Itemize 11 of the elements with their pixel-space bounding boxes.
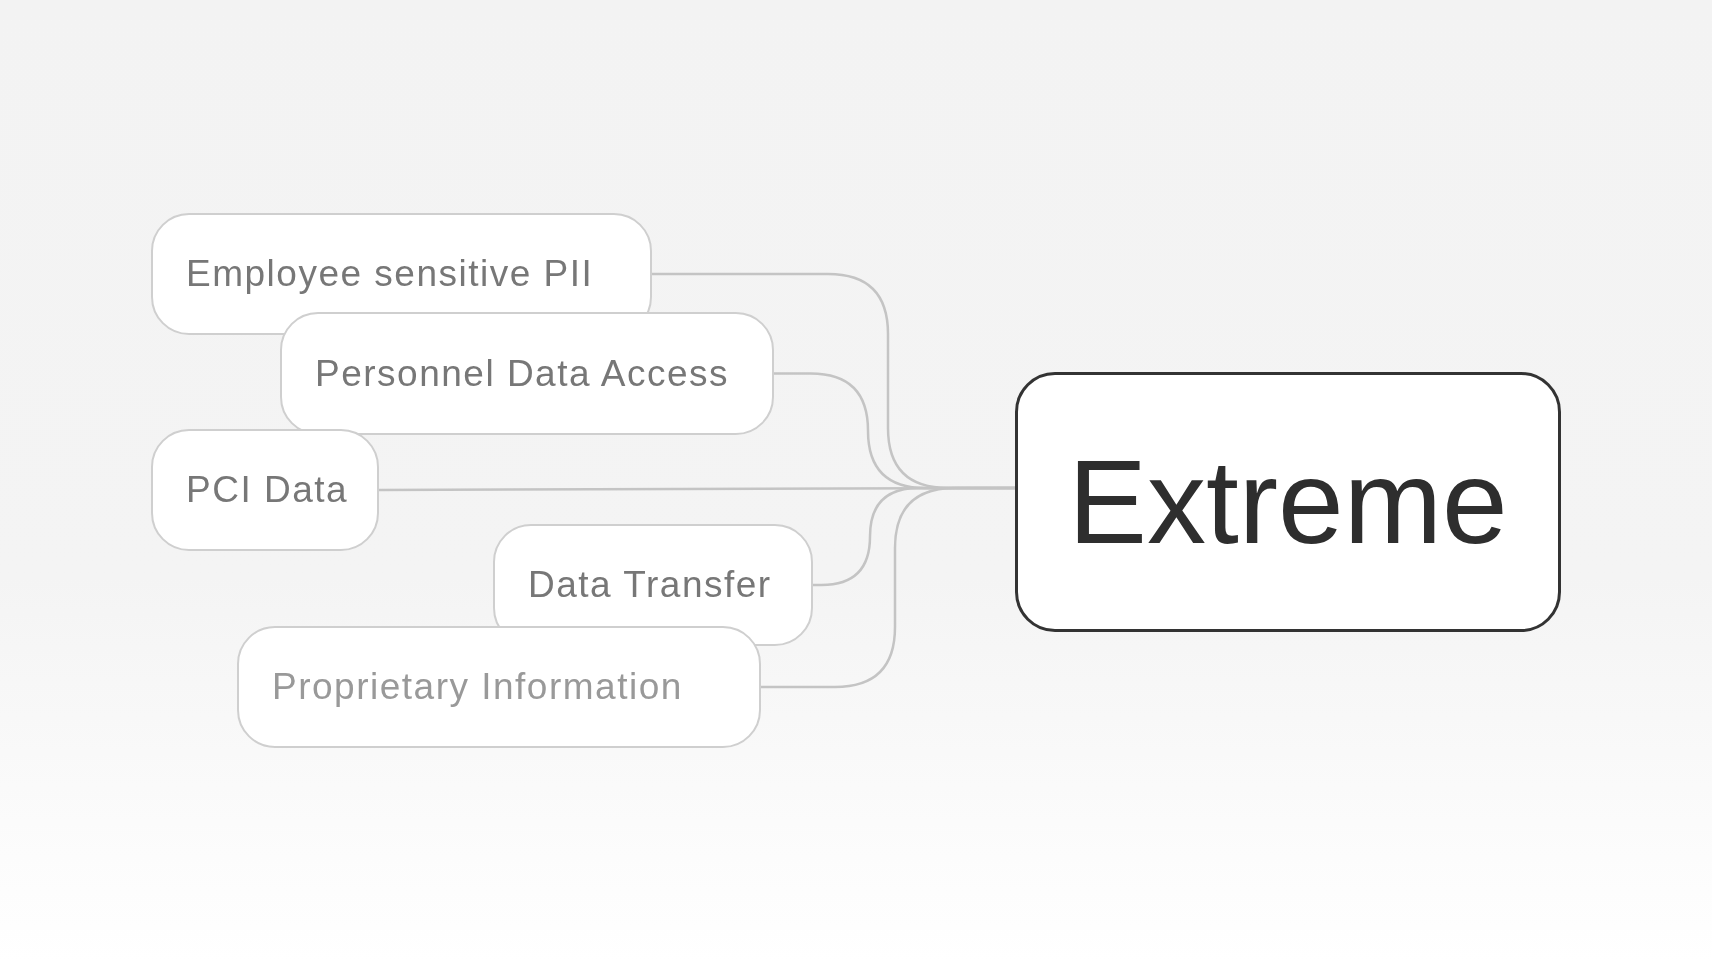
topic-label: Personnel Data Access <box>315 352 730 395</box>
topic-label: Proprietary Information <box>272 666 683 708</box>
topic-box <box>237 626 761 748</box>
central-topic-box <box>1015 372 1561 632</box>
topic-label: Extreme <box>1068 435 1508 570</box>
topic-label: PCI Data <box>186 469 349 511</box>
topic-label: Data Transfer <box>528 564 772 606</box>
topic-box <box>151 429 379 551</box>
topic-label: Employee sensitive PII <box>186 253 594 295</box>
connector-line <box>761 486 1015 689</box>
topic-box <box>280 312 774 435</box>
